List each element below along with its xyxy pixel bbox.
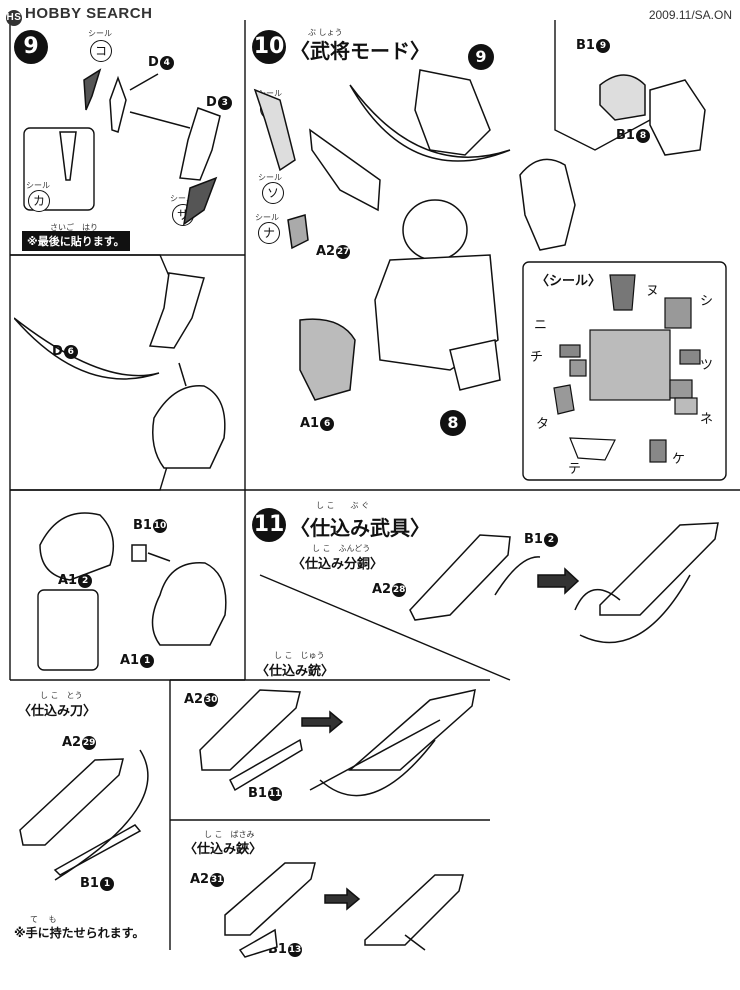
hasami-drawing — [224, 862, 464, 958]
date-code: 2009.11/SA.ON — [648, 8, 732, 22]
katana-note-ruby: て も — [30, 915, 57, 924]
seal-na-label: ナ — [258, 222, 280, 244]
bundou-title: 〈仕込み分銅〉 — [292, 557, 384, 572]
seal-ko-ruby: シール — [88, 29, 112, 38]
seal-tsu: ツ — [700, 358, 714, 373]
seal-chi: チ — [530, 350, 544, 365]
bundou-ruby: し こ ふんどう — [312, 544, 371, 553]
seal-so-ruby: シール — [258, 173, 282, 182]
seal-te: テ — [568, 462, 582, 477]
seal-nu: ヌ — [646, 284, 660, 299]
logo-mark: HS — [6, 10, 22, 26]
step10-bottom-ref: 8 — [440, 410, 466, 436]
hasami-ruby: し こ ばさみ — [204, 830, 255, 839]
juu-title: 〈仕込み銃〉 — [256, 664, 335, 679]
step11-title: 〈仕込み武具〉 — [290, 516, 430, 540]
step11-title-ruby: し こ ぶ ぐ — [316, 501, 370, 510]
seal-ta: タ — [536, 417, 550, 432]
hasami-title: 〈仕込み鋏〉 — [184, 842, 263, 857]
katana-note: ※手に持たせられます。 — [14, 926, 145, 940]
katana-drawing — [19, 749, 149, 881]
step10-title: 〈武将モード〉 — [290, 39, 430, 63]
seal-box-title: 〈シール〉 — [536, 274, 602, 289]
seal-ka-ruby: シール — [26, 181, 50, 190]
step9-horn-drawing — [14, 272, 226, 469]
seal-so-label: ソ — [262, 182, 284, 204]
note-ruby: さいご はり — [50, 223, 98, 232]
step10-top-ref: 9 — [468, 44, 494, 70]
step9-number: 9 — [14, 30, 48, 64]
seal-shi: シ — [700, 294, 714, 309]
seal-ka-label: カ — [28, 190, 50, 212]
seal-to-ruby: シール — [258, 89, 282, 98]
seal-box-drawing — [553, 274, 701, 463]
seal-ne: ネ — [700, 412, 714, 427]
step10-title-ruby: ぶ しょう — [308, 28, 343, 37]
note-last: ※最後に貼ります。 — [22, 231, 130, 251]
step9-helmet-drawing — [39, 512, 227, 646]
step10-robot-drawing — [253, 69, 511, 401]
seal-na-ruby: シール — [255, 213, 279, 222]
bundou-drawing — [409, 522, 719, 644]
step11-number: 11 — [252, 508, 286, 542]
step10-arm-drawing — [519, 74, 706, 251]
logo-text: HOBBY SEARCH — [25, 5, 153, 22]
katana-ruby: し こ とう — [40, 691, 83, 700]
seal-ke: ケ — [672, 452, 686, 467]
juu-drawing — [199, 689, 476, 797]
step9-parts-drawing — [59, 68, 221, 226]
seal-sa-ruby: シール — [170, 194, 194, 203]
seal-ni: ニ — [534, 318, 548, 333]
katana-title: 〈仕込み刀〉 — [18, 704, 97, 719]
seal-ko-label: コ — [90, 40, 112, 62]
juu-ruby: し こ じゅう — [274, 651, 325, 660]
step10-number: 10 — [252, 30, 286, 64]
